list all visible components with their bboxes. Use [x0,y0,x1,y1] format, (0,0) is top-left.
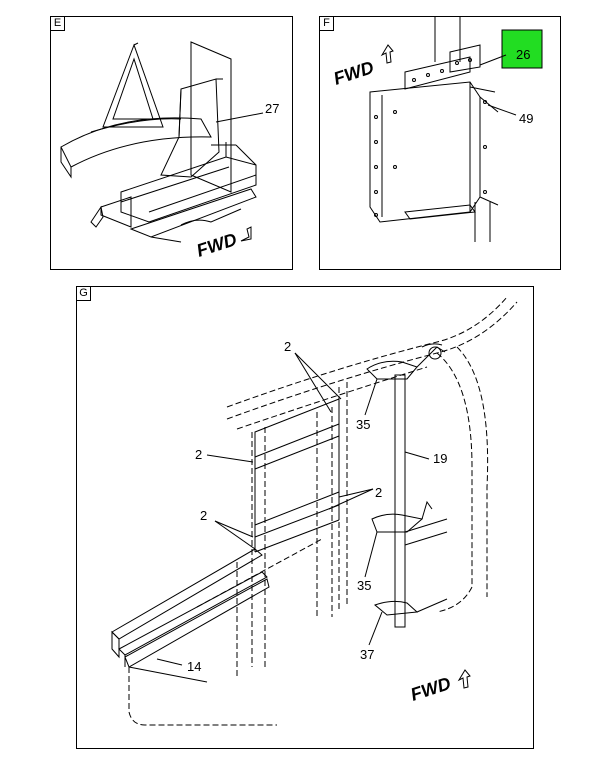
panel-g-drawing: 2 2 2 2 35 19 35 37 14 FWD [111,296,518,726]
callout-37: 37 [360,647,374,662]
panel-g: G [76,286,534,749]
panel-e-drawing: 27 FWD [60,41,279,261]
callout-26-highlight [501,29,543,69]
fwd-arrow-icon [380,44,394,64]
fwd-label-f: FWD [331,57,376,89]
panel-g-tag: G [77,287,91,301]
callout-49: 49 [519,111,533,126]
panel-f: F 26 [319,16,561,270]
callout-2-top: 2 [284,339,291,354]
panel-e-tag: E [51,17,65,31]
fwd-label-e: FWD [194,229,239,261]
fwd-arrow-icon [240,226,252,242]
callout-19: 19 [433,451,447,466]
callout-35-top: 35 [356,417,370,432]
panel-f-tag: F [320,17,334,31]
fwd-arrow-icon [457,669,471,689]
fwd-label-g: FWD [408,673,453,705]
callout-2-lower-left: 2 [200,508,207,523]
callout-14: 14 [187,659,201,674]
callout-26: 26 [516,47,530,62]
callout-27: 27 [265,101,279,116]
panel-e: E [50,16,293,270]
panel-f-drawing: 26 49 FWD [331,17,543,242]
callout-2-right: 2 [375,485,382,500]
callout-35-middle: 35 [357,578,371,593]
callout-2-left: 2 [195,447,202,462]
